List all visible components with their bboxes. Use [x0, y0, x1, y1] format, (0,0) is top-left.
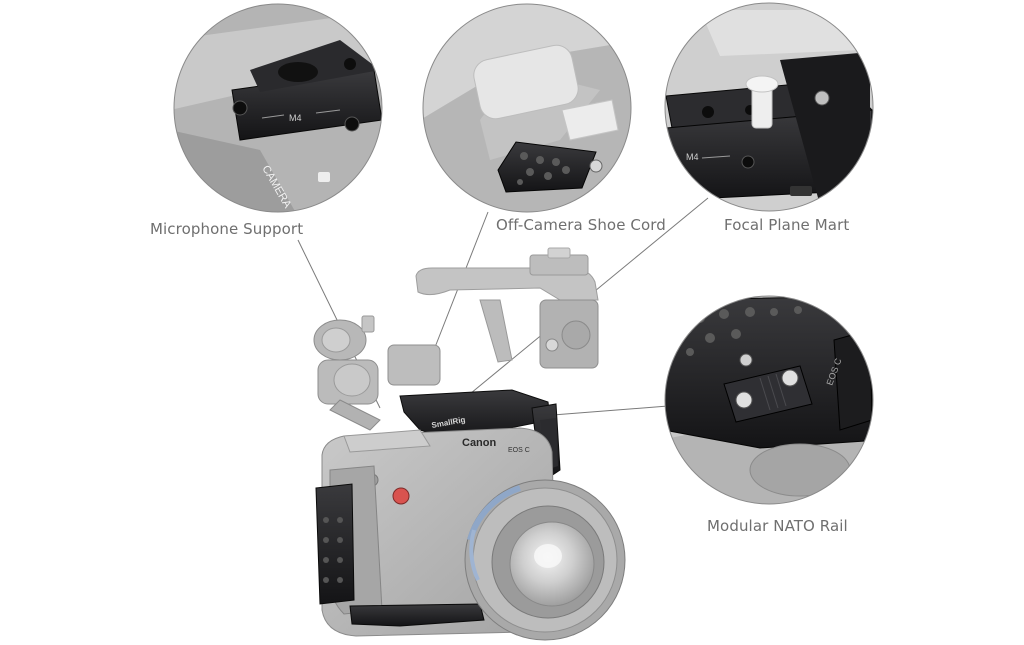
shoe-cord-cap: [473, 44, 579, 120]
record-button: [392, 487, 410, 505]
label-microphone-support: Microphone Support: [150, 220, 304, 238]
focal-plate-m4-mark: M4: [686, 152, 699, 162]
label-off-camera-shoe-cord: Off-Camera Shoe Cord: [496, 216, 666, 234]
detail-circle-focal-plane-mark: M4: [664, 2, 874, 212]
cage-side-holes: [323, 517, 343, 583]
lens: [464, 479, 626, 641]
detail-circle-microphone-support: M4 CAMERA: [173, 3, 383, 213]
detail-circle-off-camera-shoe-cord: [422, 3, 632, 213]
camera-brand-text: Canon: [462, 437, 497, 449]
label-modular-nato-rail: Modular NATO Rail: [707, 517, 848, 535]
label-focal-plane-mark: Focal Plane Mart: [724, 216, 850, 234]
cage-bottom-plate: [349, 603, 485, 627]
microphone: [313, 315, 381, 431]
camera-model-text: EOS C: [508, 447, 530, 454]
camera-rig: SmallRig Canon EOS C: [313, 247, 626, 641]
cage-left-side: [315, 483, 355, 605]
mic-plate-m4-mark: M4: [289, 113, 302, 123]
shoe-cord-block: [387, 344, 441, 386]
top-handle: [415, 267, 599, 301]
detail-circle-modular-nato-rail: EOS C: [664, 295, 874, 505]
